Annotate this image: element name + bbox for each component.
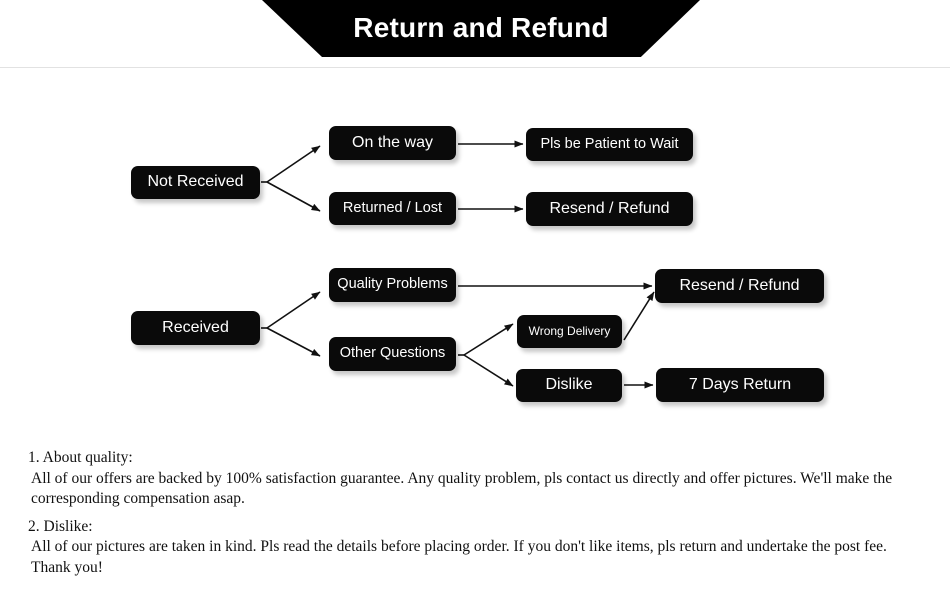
arrow-not-received-branch: [261, 145, 321, 212]
node-seven-days-return[interactable]: 7 Days Return: [656, 368, 824, 402]
note-block-dislike: 2. Dislike: All of our pictures are take…: [0, 517, 950, 579]
arrow-wrong-delivery-to-resend: [623, 291, 655, 341]
node-dislike[interactable]: Dislike: [516, 369, 622, 402]
node-resend-refund-top[interactable]: Resend / Refund: [526, 192, 693, 226]
note-block-quality: 1. About quality: All of our offers are …: [0, 448, 950, 510]
node-returned-lost[interactable]: Returned / Lost: [329, 192, 456, 225]
page-title: Return and Refund: [353, 11, 609, 43]
note-body-dislike: All of our pictures are taken in kind. P…: [31, 538, 887, 576]
notes-section: 1. About quality: All of our offers are …: [0, 448, 950, 578]
header-band: Return and Refund: [0, 0, 950, 68]
header-divider: [0, 67, 950, 68]
node-quality-problems[interactable]: Quality Problems: [329, 268, 456, 302]
node-not-received[interactable]: Not Received: [131, 166, 260, 199]
arrow-other-questions-branch: [458, 323, 514, 387]
flowchart: Not Received On the way Pls be Patient t…: [0, 68, 950, 433]
header-banner: Return and Refund: [262, 0, 700, 57]
node-pls-be-patient-to-wait[interactable]: Pls be Patient to Wait: [526, 128, 693, 161]
notes-spacer: [0, 510, 950, 517]
arrow-received-branch: [261, 291, 321, 357]
node-other-questions[interactable]: Other Questions: [329, 337, 456, 371]
note-body-quality: All of our offers are backed by 100% sat…: [31, 469, 893, 508]
flowchart-connectors: [261, 140, 655, 389]
node-on-the-way[interactable]: On the way: [329, 126, 456, 160]
note-heading-dislike: 2. Dislike:: [28, 517, 93, 535]
node-resend-refund-bottom[interactable]: Resend / Refund: [655, 269, 824, 303]
note-heading-quality: 1. About quality:: [28, 449, 133, 466]
node-received[interactable]: Received: [131, 311, 260, 345]
node-wrong-delivery[interactable]: Wrong Delivery: [517, 315, 622, 348]
